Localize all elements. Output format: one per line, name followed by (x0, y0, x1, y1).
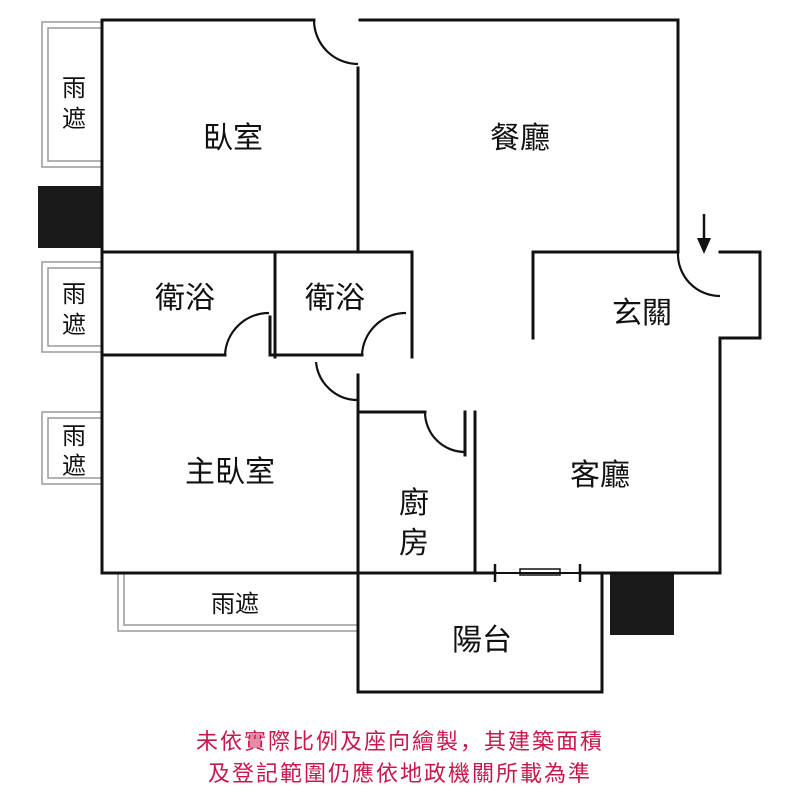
canopy-outlines (41, 21, 359, 632)
room-balcony: 陽台 (452, 623, 512, 658)
canopy-2-char-1: 雨 (62, 280, 86, 308)
canopy-1-char-2: 遮 (62, 105, 86, 133)
canopy-bottom: 雨遮 (211, 590, 259, 618)
canopy-1-char-1: 雨 (62, 74, 86, 102)
column-right (610, 573, 674, 635)
canopy-3-char-2: 遮 (62, 452, 86, 480)
disclaimer-line-1: 未依實際比例及座向繪製，其建築面積 (195, 730, 604, 755)
disclaimer-line-2: 及登記範圍仍應依地政機關所載為準 (207, 762, 592, 787)
room-kitchen-char-1: 廚 (399, 486, 429, 521)
room-bath-2: 衛浴 (305, 281, 365, 316)
column-left (38, 186, 102, 248)
sliding-door (493, 564, 582, 582)
room-master-bedroom: 主臥室 (185, 455, 275, 490)
doors (223, 19, 721, 454)
canopy-2-char-2: 遮 (62, 311, 86, 339)
room-living: 客廳 (570, 458, 630, 493)
room-bedroom: 臥室 (203, 121, 263, 156)
room-dining: 餐廳 (490, 121, 550, 156)
walls (100, 18, 762, 694)
canopy-3-char-1: 雨 (62, 422, 86, 450)
room-foyer: 玄關 (612, 296, 672, 331)
entrance-arrow-icon (697, 214, 711, 254)
room-kitchen-char-2: 房 (399, 526, 429, 561)
room-bath-1: 衛浴 (155, 281, 215, 316)
